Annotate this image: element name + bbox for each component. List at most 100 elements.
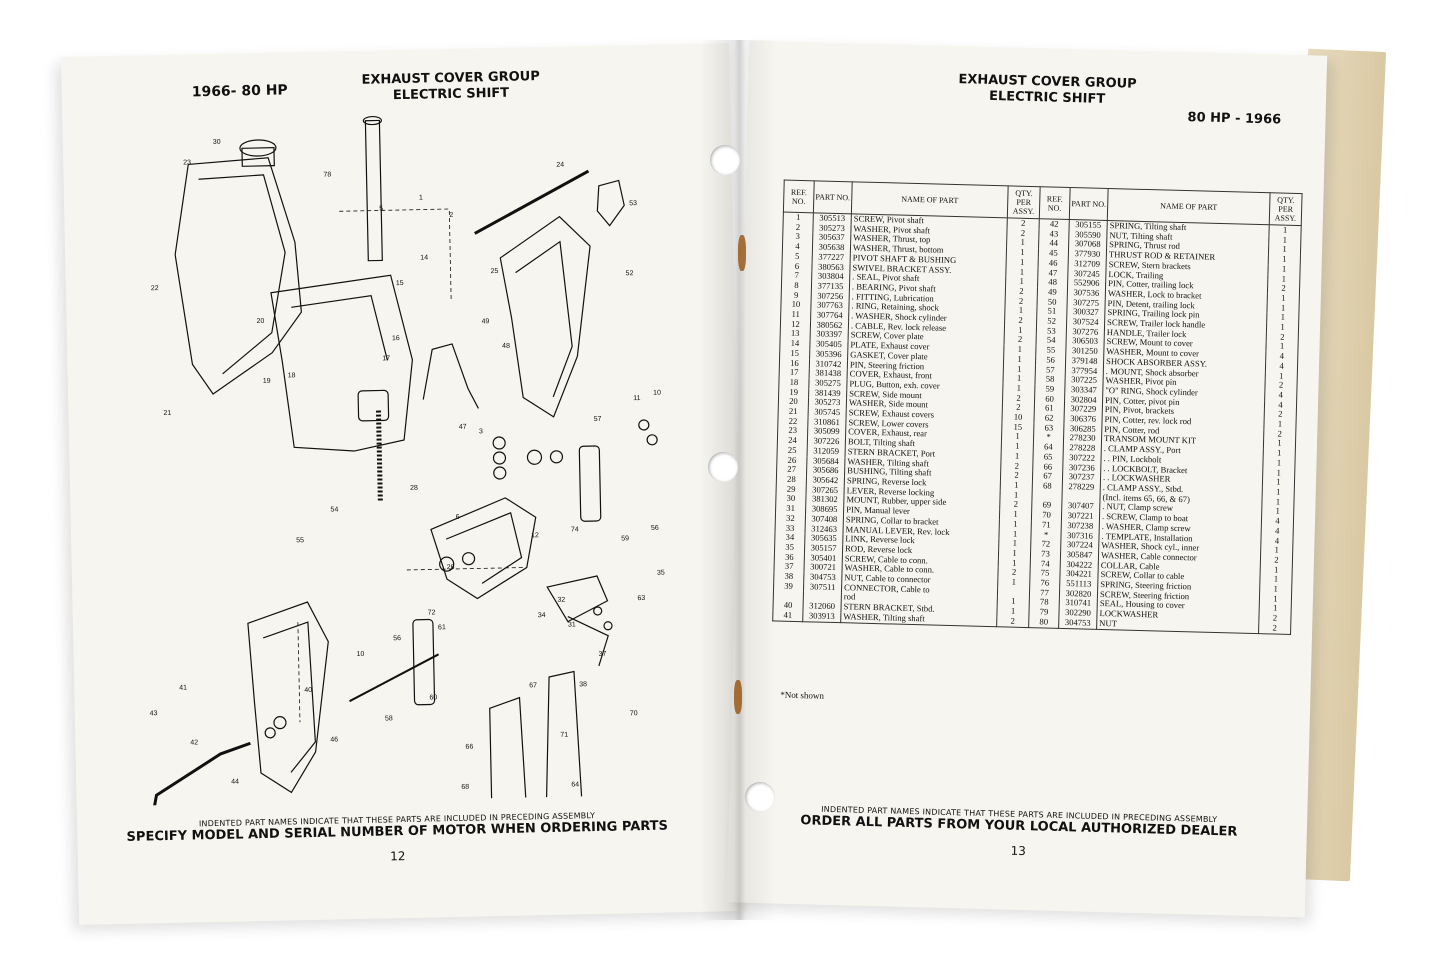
callout: 19	[263, 378, 271, 385]
callout: 34	[538, 612, 546, 619]
callout: 35	[657, 570, 665, 577]
left-page-header: 1966- 80 HP	[191, 82, 288, 101]
callout: 71	[560, 732, 568, 739]
callout: 11	[633, 395, 641, 402]
column-header: REF. NO.	[783, 180, 815, 213]
stern-bracket-port	[499, 215, 591, 418]
shock-absorber-top	[578, 445, 602, 522]
exploded-parts-diagram: 30 23 78 5 1 2 24 53 52 22 14 15 25 20 1…	[150, 115, 665, 806]
clamp-assy	[489, 696, 528, 806]
parts-table: REF. NO. PART NO. NAME OF PART QTY. PER …	[772, 180, 1303, 635]
cell-ref-no: 80	[1028, 616, 1059, 628]
right-page-title: EXHAUST COVER GROUP ELECTRIC SHIFT	[958, 72, 1137, 109]
callout: 31	[568, 621, 576, 628]
cell-ref-no: 41	[772, 610, 803, 622]
callout: 37	[599, 651, 607, 658]
callout: 53	[629, 200, 637, 207]
callout: 55	[296, 537, 304, 544]
callout: 47	[459, 424, 467, 431]
callout: 44	[231, 779, 239, 786]
callout: 67	[529, 682, 537, 689]
callout: 60	[429, 694, 437, 701]
callout: 25	[490, 268, 498, 275]
column-header: QTY. PER ASSY.	[1007, 185, 1041, 219]
callout: 2	[449, 212, 453, 219]
swivel-bracket	[430, 497, 537, 600]
callout: 1	[419, 195, 423, 202]
exhaust-cover-front	[270, 274, 414, 452]
left-page-footer: INDENTED PART NAMES INDICATE THAT THESE …	[117, 809, 678, 869]
callout: 23	[183, 159, 191, 166]
callout: 70	[630, 710, 638, 717]
callout: 17	[382, 355, 390, 362]
column-header: REF. NO.	[1039, 186, 1071, 220]
callout: 63	[637, 595, 645, 602]
callout: 43	[150, 710, 158, 717]
callout: 56	[651, 525, 659, 532]
callout: 21	[163, 410, 171, 417]
callout: 68	[461, 784, 469, 791]
right-page: EXHAUST COVER GROUP ELECTRIC SHIFT 80 HP…	[726, 40, 1328, 918]
callout: 32	[557, 597, 565, 604]
diagram-callouts: 30 23 78 5 1 2 24 53 52 22 14 15 25 20 1…	[150, 139, 665, 791]
binder-hole	[708, 452, 738, 482]
callout: 42	[190, 739, 198, 746]
callout: 18	[288, 372, 296, 379]
right-page-footer: INDENTED PART NAMES INDICATE THAT THESE …	[768, 803, 1269, 864]
callout: 54	[330, 506, 338, 513]
binder-hole	[745, 782, 775, 812]
callout: 61	[438, 624, 446, 631]
callout: 57	[594, 416, 602, 423]
callout: 26	[447, 564, 455, 571]
cell-qty: 2	[996, 616, 1029, 628]
callout: 24	[556, 162, 564, 169]
callout: 59	[621, 535, 629, 542]
cell-part-no: 303913	[802, 611, 841, 623]
callout: 20	[256, 318, 264, 325]
callout: 10	[653, 390, 661, 397]
column-header: PART NO.	[1069, 187, 1109, 221]
callout: 40	[304, 687, 312, 694]
left-page: 1966- 80 HP EXHAUST COVER GROUP ELECTRIC…	[60, 43, 748, 925]
callout: 28	[410, 485, 418, 492]
callout: 66	[465, 744, 473, 751]
callout: 15	[396, 280, 404, 287]
callout: 38	[579, 681, 587, 688]
callout: 5	[379, 205, 383, 212]
callout: 41	[179, 685, 187, 692]
callout: 49	[482, 318, 490, 325]
cell-part-no: 304753	[1058, 617, 1097, 629]
callout: 22	[151, 285, 159, 292]
callout: 3	[479, 428, 483, 435]
right-page-header: 80 HP - 1966	[1187, 110, 1282, 128]
rust-stain	[734, 680, 742, 714]
callout: 12	[531, 532, 539, 539]
cell-qty: 2	[1258, 622, 1291, 634]
callout: 74	[571, 526, 579, 533]
exhaust-cover-rear	[174, 157, 302, 395]
callout: 14	[420, 254, 428, 261]
callout: 6	[456, 514, 460, 521]
callout: 10	[356, 651, 364, 658]
pivot-shaft	[364, 119, 383, 262]
page-number: 12	[390, 849, 406, 864]
callout: 72	[428, 609, 436, 616]
tilt-bolt	[474, 169, 590, 235]
callout: 46	[330, 736, 338, 743]
cell-part-no: 278229	[1062, 481, 1101, 493]
shock-absorber-bottom	[412, 618, 436, 706]
column-header: PART NO.	[813, 180, 853, 214]
cell-part-no: 307511	[803, 581, 842, 593]
callout: 48	[502, 343, 510, 350]
page-number: 13	[1010, 843, 1027, 859]
footnote: *Not shown	[780, 689, 825, 701]
rust-stain	[738, 235, 746, 271]
callout: 78	[323, 171, 331, 178]
column-header: QTY. PER ASSY.	[1269, 192, 1303, 226]
callout: 56	[393, 635, 401, 642]
callout: 30	[213, 139, 221, 146]
binder-hole	[710, 145, 740, 175]
callout: 16	[392, 335, 400, 342]
